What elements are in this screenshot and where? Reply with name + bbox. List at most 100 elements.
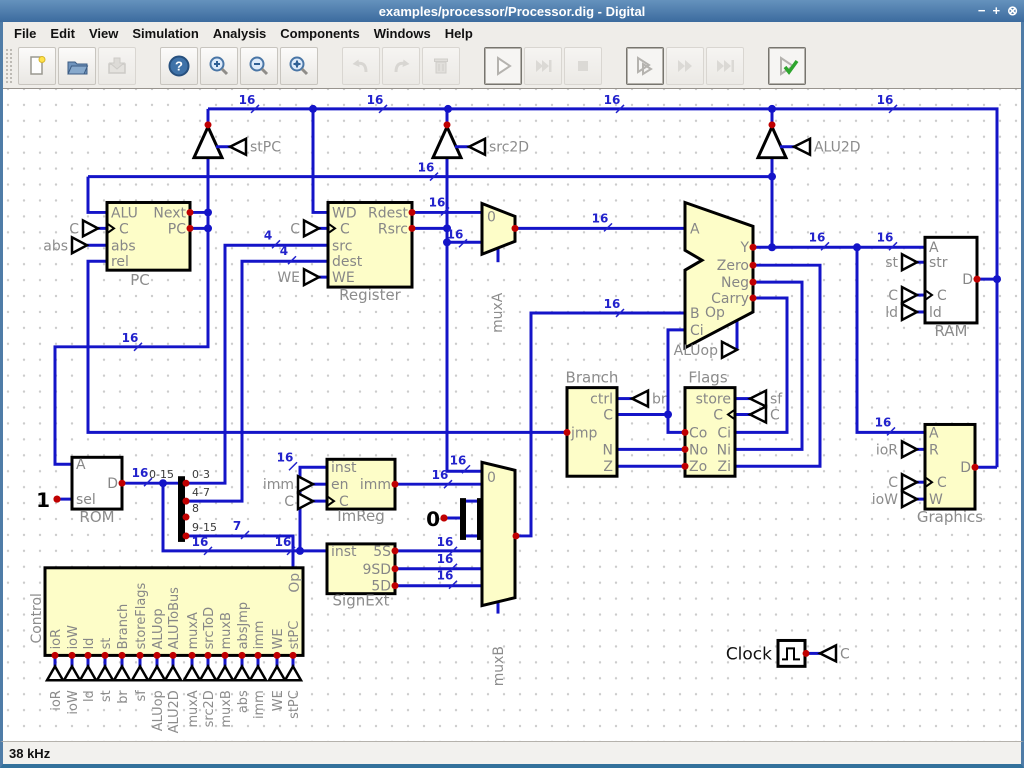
tunnel-C[interactable]: C [747,404,780,425]
constant-1[interactable]: 1 [36,488,50,512]
wire[interactable] [208,107,999,468]
wire[interactable] [735,280,804,451]
tunnel-sf[interactable]: sf [747,388,783,409]
tristate-ALU2D[interactable]: ALU2D [755,123,861,160]
driver-C[interactable]: C [888,472,920,493]
tunnel-ALUop[interactable] [146,663,168,682]
wire[interactable] [161,483,328,553]
driver-C[interactable]: C [284,491,316,512]
svg-text:5S: 5S [373,544,391,560]
svg-text:dest: dest [332,254,363,270]
wire[interactable] [735,263,822,468]
driver-WE[interactable]: WE [277,267,322,288]
wire[interactable] [186,243,328,485]
wire-junction [664,410,672,419]
tunnel-muxA[interactable] [181,663,203,682]
minimize-button[interactable]: − [977,3,986,18]
svg-text:ALUToBus: ALUToBus [167,587,182,650]
splitter-bar[interactable] [460,498,466,540]
driver-abs[interactable]: abs [43,235,90,256]
run-fast-button[interactable] [626,47,664,85]
menu-view[interactable]: View [88,25,119,41]
zoom-out-button[interactable] [240,47,278,85]
run-tests-button[interactable] [768,47,806,85]
maximize-button[interactable]: + [992,3,1001,18]
driver-ioW[interactable]: ioW [872,489,920,510]
tunnel-muxB[interactable] [214,663,236,682]
splitter-bar[interactable] [477,498,483,540]
menu-file[interactable]: File [14,25,37,41]
open-file-button[interactable] [58,47,96,85]
tunnel-ioW[interactable] [61,663,83,682]
menu-simulation[interactable]: Simulation [132,25,199,41]
wire[interactable] [516,311,685,538]
wire[interactable] [86,259,567,434]
driver-C[interactable]: C [290,218,322,239]
tunnel-WE[interactable] [266,663,288,682]
wire[interactable] [53,157,210,466]
driver-st[interactable]: st [885,252,920,273]
close-button[interactable]: ⊗ [1007,3,1018,18]
zoom-fit-button[interactable] [280,47,318,85]
menu-components[interactable]: Components [280,25,360,41]
new-file-button[interactable] [18,47,56,85]
tristate-src2D[interactable]: src2D [430,123,529,160]
wire[interactable] [86,176,107,214]
wire[interactable] [311,108,328,214]
driver-ioR[interactable]: ioR [876,439,920,460]
wire[interactable] [666,328,685,415]
tristate-stPC[interactable]: stPC [191,123,281,160]
tunnel-abs[interactable] [231,663,253,682]
menu-edit[interactable]: Edit [50,25,75,41]
component-clock-box[interactable] [776,638,807,668]
tunnel-imm[interactable] [247,663,269,682]
wire[interactable] [186,534,295,568]
tunnel-ld[interactable] [77,663,99,682]
wire[interactable] [445,157,482,473]
wire[interactable] [855,247,925,434]
tunnel-st[interactable] [94,663,116,682]
driver-imm[interactable]: imm [263,474,316,495]
muxA-shape[interactable] [480,201,517,257]
tunnel-C[interactable]: C [817,643,850,664]
tunnel-stPC[interactable] [282,663,304,682]
wire[interactable] [186,259,328,503]
constant-0[interactable]: 0 [426,507,440,531]
tunnel-ioR[interactable] [44,663,66,682]
driver-ld[interactable]: ld [885,301,920,323]
driver-ALUop[interactable]: ALUop [674,339,740,360]
menu-windows[interactable]: Windows [373,25,431,41]
driver-C[interactable]: C [69,218,101,239]
muxB-shape[interactable] [480,460,517,608]
help-button[interactable]: ? [160,47,198,85]
toolbar-drag-handle[interactable] [5,48,13,84]
wire[interactable] [735,296,789,434]
zoom-in-button[interactable] [200,47,238,85]
tunnel-sf[interactable] [129,663,151,682]
splitter-bar[interactable] [178,476,185,542]
titlebar[interactable]: examples/processor/Processor.dig - Digit… [0,0,1024,22]
component-control[interactable]: ioRioRioWioWldldststBranchbrstoreFlagssf… [43,566,305,734]
tunnel-br[interactable] [111,663,133,682]
menu-help[interactable]: Help [444,25,473,41]
driver-C[interactable]: C [888,285,920,306]
tunnel-src2D[interactable] [197,663,219,682]
wire[interactable] [298,465,327,551]
run-button[interactable] [484,47,522,85]
tunnel-br[interactable]: br [629,388,667,409]
tunnel-ALU2D[interactable] [162,663,184,682]
alu[interactable] [683,200,755,351]
menu-analysis[interactable]: Analysis [212,25,267,41]
wire[interactable] [666,414,685,434]
